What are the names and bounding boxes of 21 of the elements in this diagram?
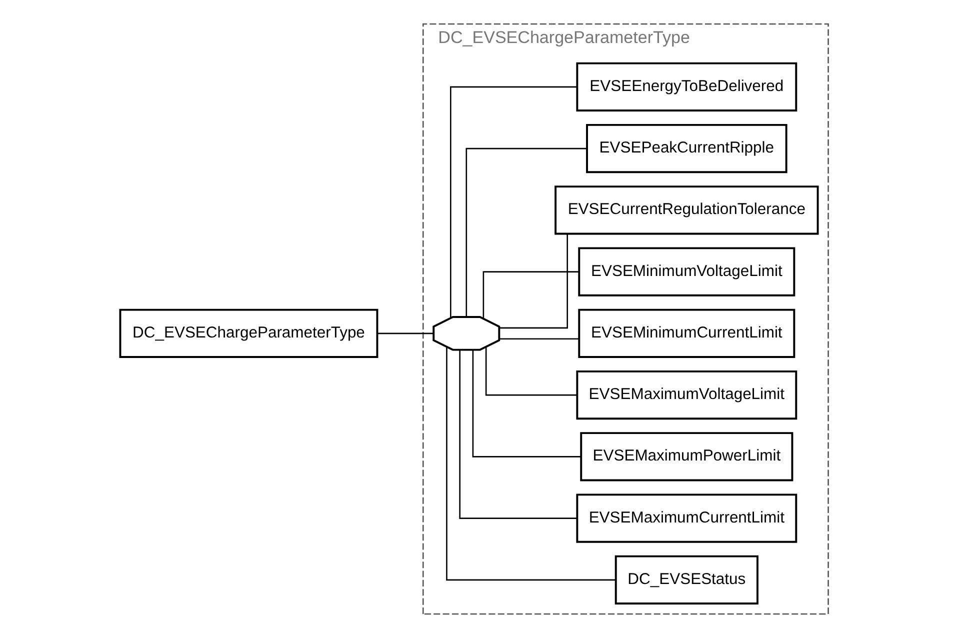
node-box: EVSECurrentRegulationTolerance bbox=[554, 186, 819, 235]
node-box: DC_EVSEStatus bbox=[614, 555, 758, 604]
node-box: EVSEEnergyToBeDelivered bbox=[576, 62, 798, 112]
connector bbox=[377, 332, 434, 334]
connector bbox=[472, 350, 582, 458]
connector bbox=[450, 86, 577, 318]
node-box: EVSEMaximumCurrentLimit bbox=[576, 494, 798, 543]
connector bbox=[482, 271, 580, 318]
connector bbox=[499, 338, 579, 340]
node-box: EVSEMaximumVoltageLimit bbox=[576, 370, 798, 420]
node-box: EVSEPeakCurrentRipple bbox=[586, 124, 788, 174]
node-box: EVSEMinimumCurrentLimit bbox=[578, 308, 796, 358]
connector bbox=[485, 347, 577, 396]
node-box: EVSEMinimumVoltageLimit bbox=[578, 247, 796, 296]
node-box: EVSEMaximumPowerLimit bbox=[580, 432, 794, 482]
node-octagon bbox=[432, 316, 500, 351]
connector bbox=[459, 350, 577, 519]
node-box: DC_EVSEChargeParameterType bbox=[119, 308, 378, 358]
connector bbox=[466, 148, 587, 318]
connector bbox=[446, 347, 616, 581]
connector bbox=[499, 234, 568, 329]
